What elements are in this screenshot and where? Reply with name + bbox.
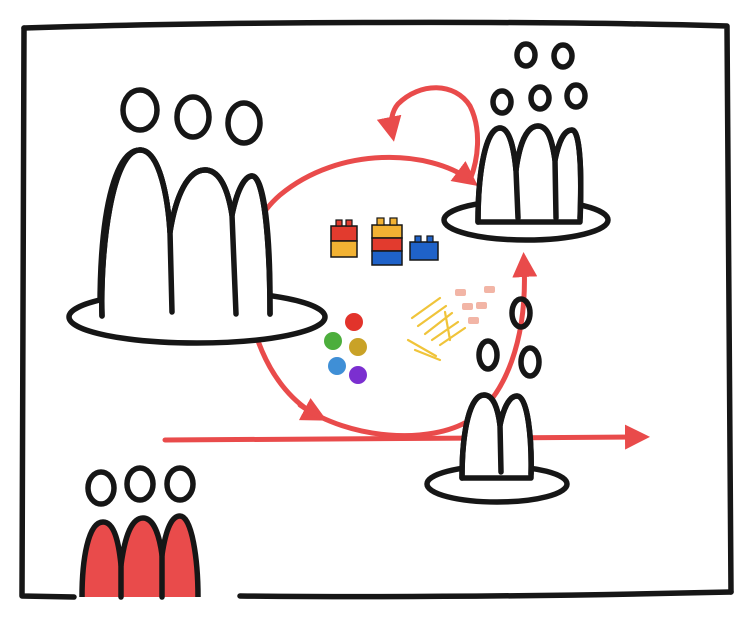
- hand-drawn-frame: [19, 19, 734, 600]
- pink-tiles: [455, 286, 495, 324]
- person-head: [120, 87, 160, 133]
- person-head: [164, 465, 196, 503]
- person-head: [225, 100, 263, 146]
- bead: [349, 366, 367, 384]
- person-head: [551, 42, 575, 70]
- person-head: [564, 82, 588, 110]
- person-head: [518, 345, 542, 379]
- yellow-straws: [406, 296, 467, 362]
- bead: [345, 313, 363, 331]
- red-group-bottom-left: [79, 465, 201, 600]
- person-head: [476, 338, 500, 372]
- person-head: [85, 469, 117, 507]
- red-horizontal-arrow: [162, 424, 650, 450]
- red-group-body: [79, 513, 201, 598]
- brick-stack-yellow-red-blue: [371, 217, 403, 266]
- large-group-left: [66, 87, 328, 346]
- tile: [476, 302, 487, 309]
- brick-stack-red-yellow: [330, 219, 358, 258]
- building-bricks: [330, 217, 439, 266]
- group-top-right: [441, 41, 611, 243]
- tile: [462, 303, 473, 310]
- bead: [328, 357, 346, 375]
- tile: [468, 317, 479, 324]
- person-head: [490, 88, 514, 116]
- tile: [484, 286, 495, 293]
- person-head: [124, 465, 156, 503]
- person-head: [514, 41, 538, 69]
- person-head: [509, 296, 533, 330]
- group-bottom-right: [424, 296, 570, 505]
- person-head: [528, 84, 552, 112]
- colored-beads: [324, 313, 367, 384]
- bead: [349, 338, 367, 356]
- person-head: [174, 94, 212, 140]
- bead: [324, 332, 342, 350]
- brick-blue: [409, 235, 439, 261]
- tile: [455, 289, 466, 296]
